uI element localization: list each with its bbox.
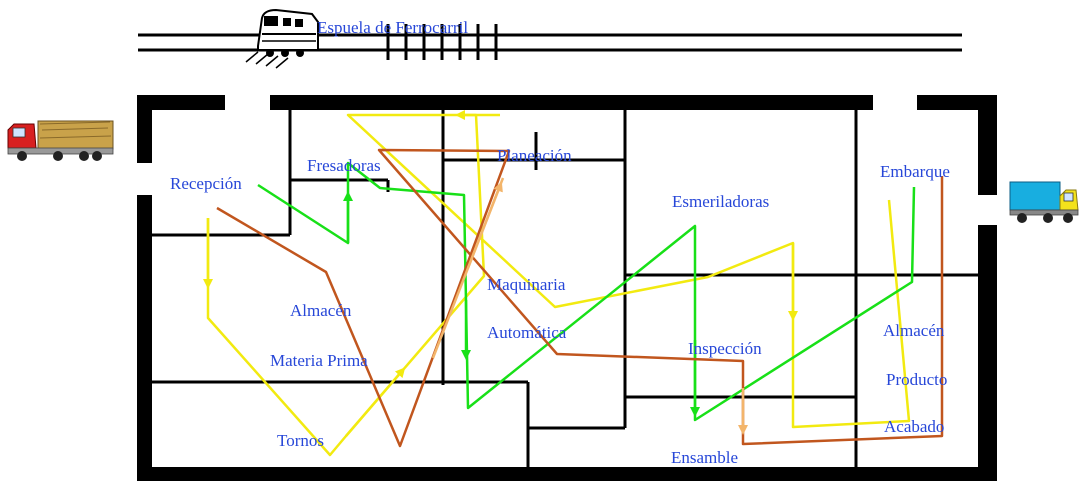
yellow-flow-path <box>206 113 911 457</box>
orange-flow-arrow-1 <box>466 181 503 269</box>
area-label-tornos: Tornos <box>277 431 324 450</box>
red-truck-icon <box>7 120 114 161</box>
blue-truck-icon <box>1009 181 1079 223</box>
area-label-almacen-mp-1: Almacén <box>290 301 352 320</box>
area-label-ensamble: Ensamble <box>671 448 738 467</box>
train-icon <box>245 8 319 69</box>
area-label-fresadoras: Fresadoras <box>307 156 381 175</box>
area-label-maquinaria-1: Maquinaria <box>487 275 566 294</box>
area-label-esmeriladoras: Esmeriladoras <box>672 192 769 211</box>
area-label-almacen-pa-1: Almacén <box>883 321 945 340</box>
building-walls <box>137 95 997 481</box>
area-label-almacen-pa-3: Acabado <box>884 417 944 436</box>
area-label-inspeccion: Inspección <box>688 339 762 358</box>
yellow-flow-arrow-2 <box>345 367 406 437</box>
area-label-maquinaria-2: Automática <box>487 323 567 342</box>
area-label-recepcion: Recepción <box>170 174 242 193</box>
area-label-almacen-pa-2: Producto <box>886 370 947 389</box>
area-label-embarque: Embarque <box>880 162 950 181</box>
rail-spur-label: Espuela de Ferrocarril <box>317 18 468 37</box>
area-label-almacen-mp-2: Materia Prima <box>270 351 368 370</box>
rail-ties <box>386 24 498 60</box>
brown-flow-path <box>216 148 944 448</box>
area-label-planeacion: Planeación <box>497 146 572 165</box>
